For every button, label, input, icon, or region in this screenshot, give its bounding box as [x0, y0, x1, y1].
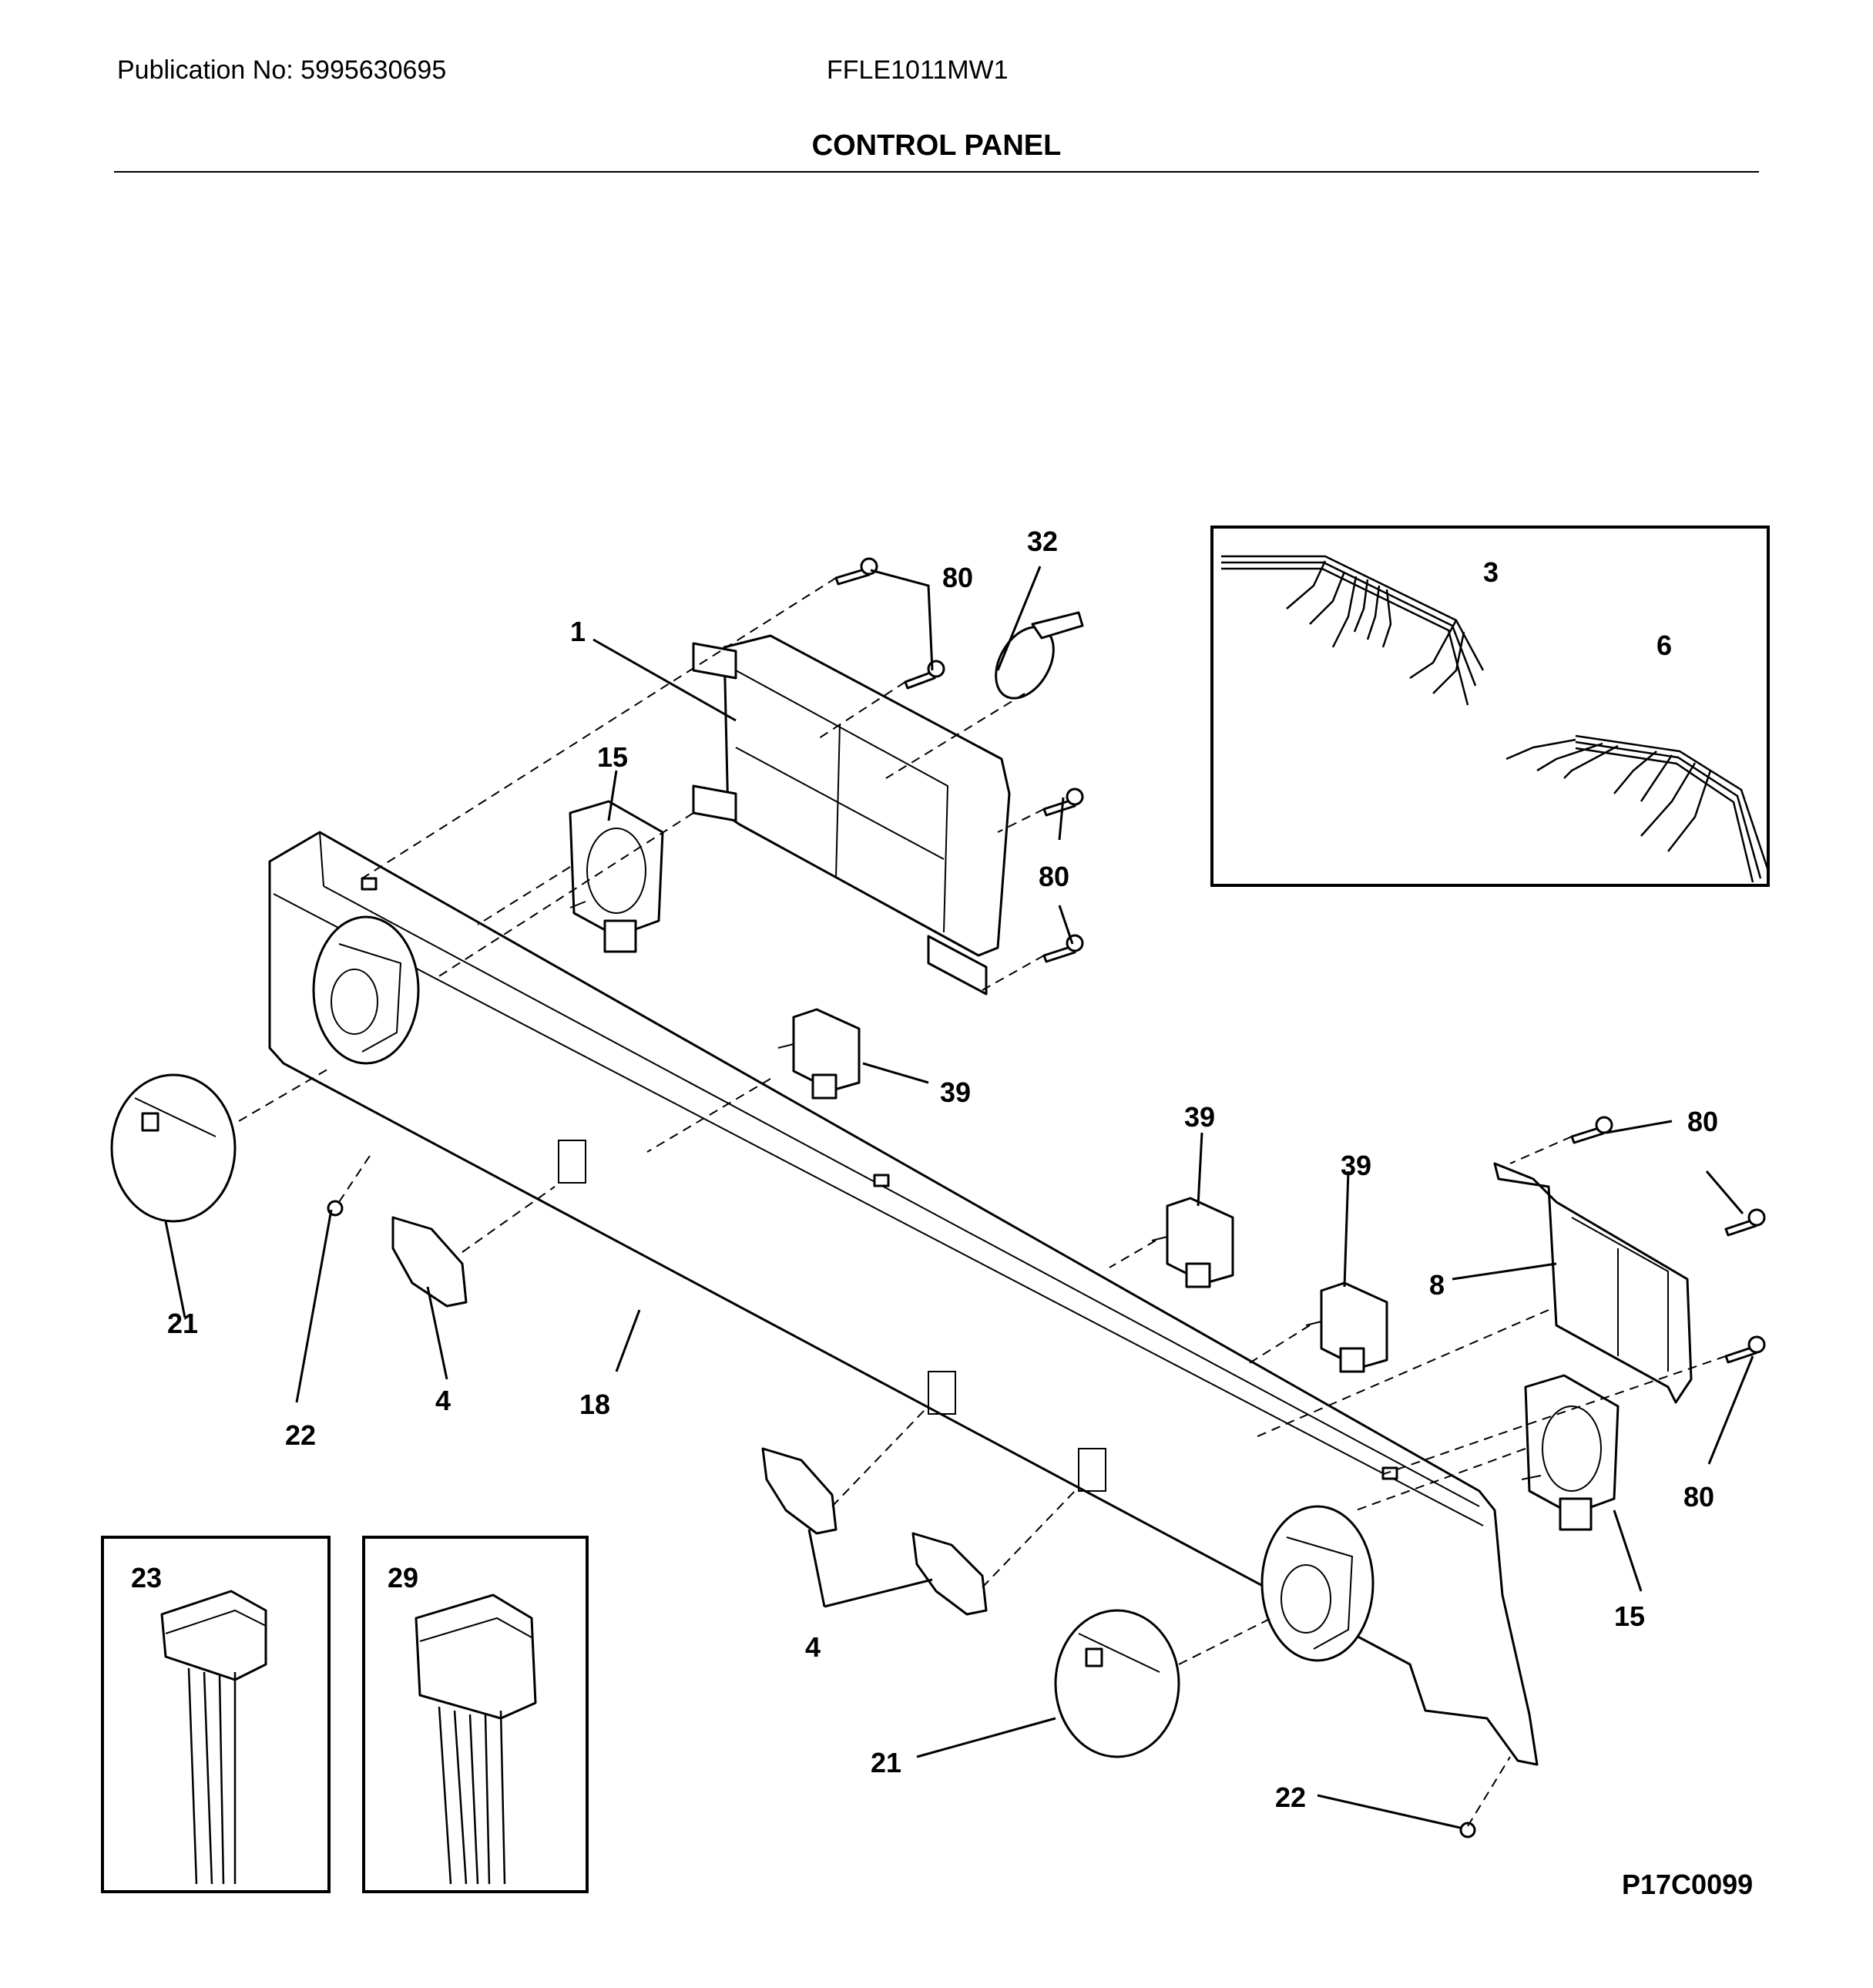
callout-4-left: 4	[435, 1385, 451, 1416]
model-number: FFLE1011MW1	[827, 55, 1009, 85]
callout-15-upper: 15	[597, 741, 628, 773]
knob-left	[110, 1073, 237, 1223]
callout-39-middle: 39	[1184, 1101, 1215, 1133]
callout-32: 32	[1027, 526, 1058, 557]
selector-switch-lower	[1521, 1374, 1620, 1531]
callout-29: 29	[388, 1562, 418, 1593]
diagram-reference-code: P17C0099	[1622, 1869, 1753, 1900]
callout-21-right: 21	[871, 1747, 901, 1778]
assembly-guide-lines	[238, 577, 1727, 1827]
switch-39-lower	[1305, 1281, 1388, 1373]
callout-39-lower: 39	[1341, 1150, 1371, 1181]
leader-lines	[164, 566, 1754, 1829]
connector-inset-29	[362, 1536, 589, 1893]
bracket-board	[1493, 1162, 1693, 1404]
screws	[327, 557, 1766, 1839]
callout-18: 18	[579, 1389, 610, 1420]
title-divider	[114, 171, 1759, 173]
callout-22-right: 22	[1275, 1781, 1306, 1813]
electronic-control-board	[692, 634, 1011, 996]
callout-21-left: 21	[167, 1308, 198, 1339]
callout-22-left: 22	[285, 1419, 316, 1451]
selector-switch-upper	[569, 800, 664, 953]
callout-80-right-top: 80	[1687, 1106, 1718, 1137]
harness-inset	[1210, 526, 1770, 887]
connector-inset-23	[101, 1536, 331, 1893]
callout-labels: 1 3 4 4 6 8 15 15 18 21 21 22 22 23 29 3…	[131, 526, 1718, 1813]
callout-23: 23	[131, 1562, 162, 1593]
callout-80-right-bottom: 80	[1683, 1481, 1714, 1513]
switch-39-top	[777, 1008, 861, 1100]
callout-3: 3	[1483, 556, 1499, 588]
cable-tie	[995, 611, 1084, 700]
callout-39-top: 39	[940, 1076, 971, 1108]
page-title: CONTROL PANEL	[811, 129, 1062, 162]
callout-80-top: 80	[942, 562, 973, 593]
callout-4-center: 4	[805, 1631, 821, 1663]
callout-15-lower: 15	[1614, 1600, 1645, 1632]
callout-8: 8	[1429, 1269, 1445, 1301]
callout-6: 6	[1656, 630, 1672, 661]
switch-39-middle	[1151, 1197, 1234, 1288]
publication-number: Publication No: 5995630695	[117, 55, 447, 85]
push-button-right	[911, 1532, 988, 1616]
push-button-left	[391, 1216, 468, 1308]
callout-1: 1	[570, 616, 586, 647]
callout-80-middle: 80	[1039, 861, 1069, 892]
control-panel-console	[268, 831, 1539, 1766]
push-button-center	[761, 1447, 837, 1535]
knob-right	[1054, 1609, 1180, 1758]
